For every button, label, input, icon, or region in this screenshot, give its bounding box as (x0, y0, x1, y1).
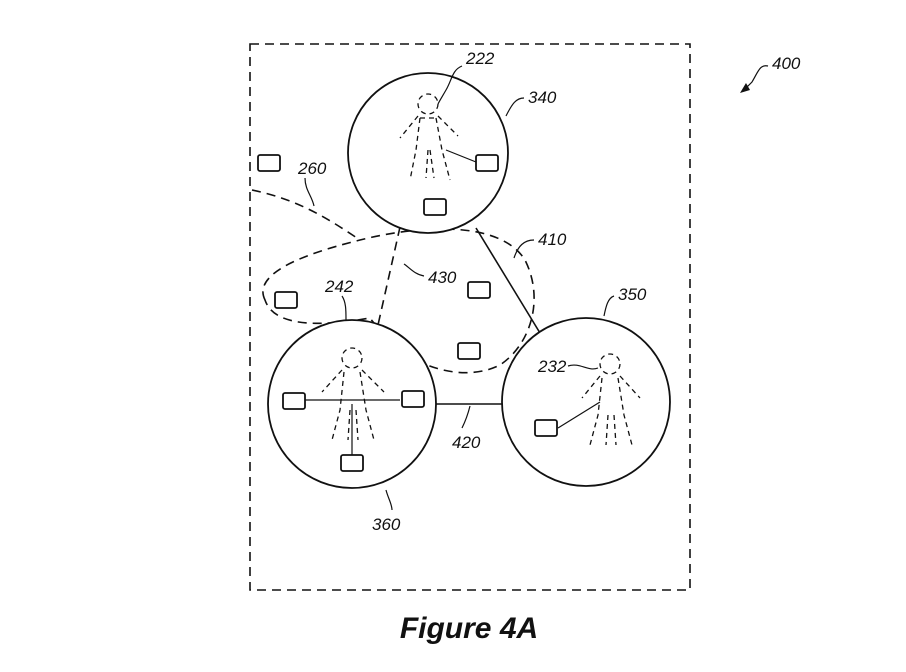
leader-232 (567, 364, 599, 370)
leader-420 (461, 405, 471, 429)
leader-430 (403, 263, 425, 277)
leader-222 (437, 65, 463, 105)
cell-350 (501, 317, 671, 487)
label-410: 410 (538, 230, 567, 249)
device-icon (257, 154, 281, 172)
label-360: 360 (372, 515, 401, 534)
device-icon (423, 198, 447, 216)
leader-400 (743, 65, 769, 91)
label-260: 260 (297, 159, 327, 178)
label-420: 420 (452, 433, 481, 452)
device-icon (274, 291, 298, 309)
label-350: 350 (618, 285, 647, 304)
device-icon (475, 154, 499, 172)
link-430 (377, 226, 401, 326)
leader-242 (341, 295, 347, 321)
link-410 (475, 227, 541, 334)
label-340: 340 (528, 88, 557, 107)
device-icon (282, 392, 306, 410)
device-icon (457, 342, 481, 360)
leader-260 (304, 177, 315, 207)
label-430: 430 (428, 268, 457, 287)
leader-360 (385, 489, 393, 511)
arrow-head-icon (740, 83, 750, 93)
label-232: 232 (537, 357, 567, 376)
device-icon (340, 454, 364, 472)
leader-350 (603, 295, 615, 317)
leader-340 (505, 97, 525, 117)
leader-410 (513, 239, 535, 259)
label-242: 242 (324, 277, 354, 296)
system-boundary (249, 43, 691, 591)
label-400: 400 (772, 54, 801, 73)
device-icon (401, 390, 425, 408)
region-260-boundary (251, 189, 361, 241)
device-icon (534, 419, 558, 437)
device-icon (467, 281, 491, 299)
figure-caption: Figure 4A (400, 612, 538, 645)
person-242-figure (304, 347, 400, 455)
label-222: 222 (465, 49, 495, 68)
person-232-figure (557, 353, 641, 446)
